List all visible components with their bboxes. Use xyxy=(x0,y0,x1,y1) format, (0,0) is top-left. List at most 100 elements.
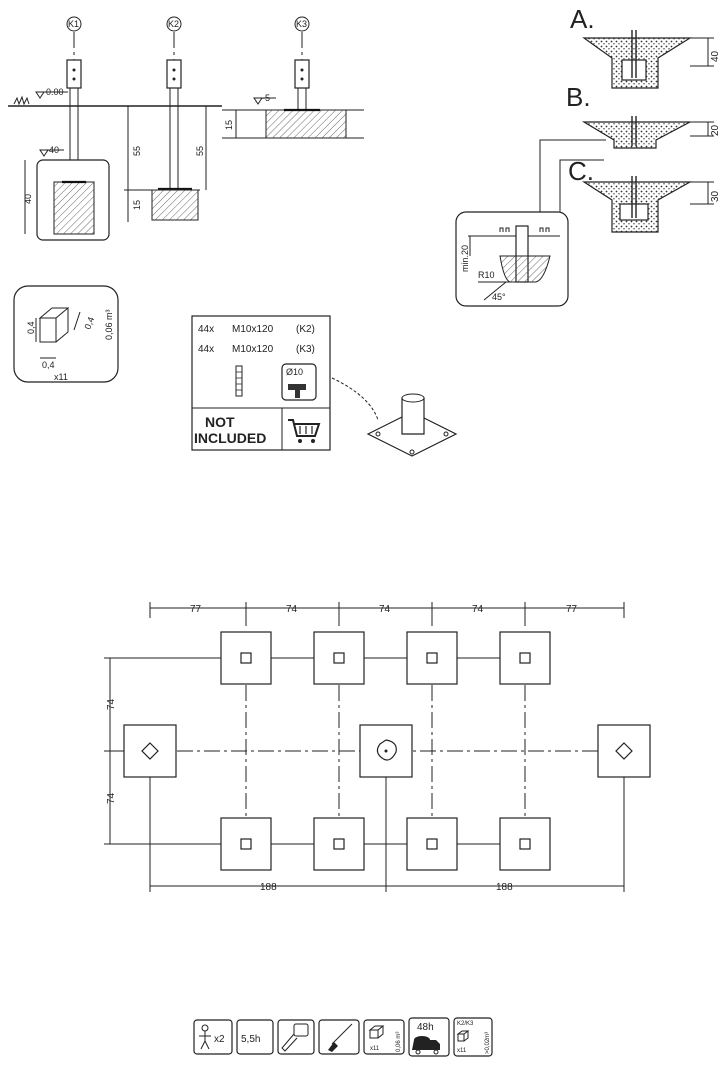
k1-foundation xyxy=(53,181,95,235)
concrete-mixer-icon xyxy=(412,1036,440,1055)
k3-label: K3 xyxy=(296,19,307,29)
detail-footing xyxy=(499,255,551,283)
tape-measure-icon xyxy=(281,1023,309,1052)
footing-top-1 xyxy=(220,631,272,685)
k3-height-dim: 15 xyxy=(224,120,234,130)
k2-upper-dim: 55 xyxy=(132,146,142,156)
footer-info-bar: x2 5,5h x11 0,06 m³ xyxy=(193,1017,493,1057)
hw2-type: (K3) xyxy=(296,344,315,355)
base-plate-drawing xyxy=(366,393,458,457)
ground-level-label: 0.00 xyxy=(46,87,64,97)
hw1-type: (K2) xyxy=(296,324,315,335)
k-count: x11 xyxy=(457,1048,467,1054)
hw1-qty: 44x xyxy=(198,324,214,335)
persons-badge: x2 xyxy=(193,1019,233,1055)
detail-min-depth: min.20 xyxy=(460,245,470,272)
volume-badge-count: x11 xyxy=(370,1046,380,1052)
k-label: K2/K3 xyxy=(457,1021,474,1027)
person-icon xyxy=(199,1024,211,1050)
k-volume-badge: K2/K3 x11 >0,02m³ xyxy=(453,1017,493,1057)
hw2-spec: M10x120 xyxy=(232,344,274,355)
detail-angle: 45° xyxy=(492,292,506,302)
k1-marker xyxy=(66,16,82,32)
footing-top-2 xyxy=(313,631,365,685)
grass-icon xyxy=(13,95,30,106)
volume-badge: x11 0,06 m³ xyxy=(363,1019,405,1055)
post-section-diagram: 0.00 K1 -40 40 K2 55 15 55 K3 xyxy=(8,16,364,241)
tape-measure-badge xyxy=(277,1019,315,1055)
drill-icon xyxy=(281,363,317,401)
volume-side-b: 0,4 xyxy=(82,316,96,331)
footing-top-3 xyxy=(406,631,458,685)
k2-concrete-slab xyxy=(151,189,199,221)
persons-count: x2 xyxy=(214,1034,225,1045)
shovel-icon xyxy=(328,1023,353,1052)
not-included-line2: INCLUDED xyxy=(194,430,266,446)
footing-top-4 xyxy=(499,631,551,685)
variant-a-depth: 40 xyxy=(710,50,721,62)
cure-time-badge: 48h xyxy=(408,1017,450,1057)
k-volume: >0,02m³ xyxy=(485,1032,491,1054)
k2-lower-dim: 15 xyxy=(132,200,142,210)
cart-icon xyxy=(288,419,321,443)
volume-side-a: 0,4 xyxy=(26,321,36,334)
k2-right-dim: 55 xyxy=(195,146,205,156)
small-block-icon xyxy=(456,1030,470,1042)
spacing-bottom-2: 188 xyxy=(496,882,513,893)
spacing-top-5: 77 xyxy=(566,604,578,615)
volume-box-panel: 0,4 0,4 0,4 0,06 m³ x11 xyxy=(13,285,119,383)
variants-diagram: A. 40 B. 20 C. 30 min.20 R10 xyxy=(455,4,721,307)
footing-bottom-1 xyxy=(220,817,272,871)
k3-marker xyxy=(294,16,310,32)
install-time: 5,5h xyxy=(241,1034,260,1045)
k2-marker xyxy=(166,16,182,32)
footing-middle-right xyxy=(597,724,651,778)
spacing-bottom-1: 188 xyxy=(260,882,277,893)
concrete-block-icon xyxy=(368,1025,385,1039)
footing-middle-left xyxy=(123,724,177,778)
footing-bottom-2 xyxy=(313,817,365,871)
k3-concrete-slab xyxy=(265,109,347,139)
footing-bottom-3 xyxy=(406,817,458,871)
variant-b-footing xyxy=(581,121,691,149)
k3-bracket xyxy=(294,59,310,89)
variant-b-letter: B. xyxy=(566,82,591,112)
hw1-spec: M10x120 xyxy=(232,324,274,335)
drill-size: Ø10 xyxy=(286,367,303,377)
volume-count: x11 xyxy=(54,372,68,382)
shovel-badge xyxy=(318,1019,360,1055)
k3-level-marker-icon xyxy=(253,97,263,105)
level-marker-icon xyxy=(35,91,45,99)
spacing-top-2: 74 xyxy=(286,604,298,615)
spacing-left-2: 74 xyxy=(106,792,117,804)
k3-level-label: -5 xyxy=(262,93,270,103)
not-included-line1: NOT xyxy=(205,414,235,430)
spacing-top-3: 74 xyxy=(379,604,391,615)
time-badge: 5,5h xyxy=(236,1019,274,1055)
variant-c-depth: 30 xyxy=(710,190,721,202)
variant-a-letter: A. xyxy=(570,4,595,34)
k1-depth-label: -40 xyxy=(46,145,59,155)
foundation-plan: 77 74 74 74 77 74 74 188 188 xyxy=(104,602,651,893)
footing-bottom-4 xyxy=(499,817,551,871)
k1-block-dim: 40 xyxy=(23,194,33,204)
spacing-top-1: 77 xyxy=(190,604,202,615)
spacing-left-1: 74 xyxy=(106,698,117,710)
volume-badge-value: 0,06 m³ xyxy=(396,1032,402,1052)
footing-middle-center xyxy=(359,724,413,778)
k1-label: K1 xyxy=(68,19,79,29)
cure-time: 48h xyxy=(417,1022,434,1033)
detail-radius: R10 xyxy=(478,270,495,280)
variant-c-letter: C. xyxy=(568,156,594,186)
variant-b-depth: 20 xyxy=(710,124,721,136)
hw2-qty: 44x xyxy=(198,344,214,355)
k2-label: K2 xyxy=(168,19,179,29)
volume-value: 0,06 m³ xyxy=(104,309,114,340)
anchor-bolt-icon xyxy=(235,365,243,397)
spacing-top-4: 74 xyxy=(472,604,484,615)
k1-bracket xyxy=(66,59,82,89)
hardware-panel: 44x M10x120 (K2) 44x M10x120 (K3) Ø10 NO… xyxy=(191,315,458,457)
k2-bracket xyxy=(166,59,182,89)
volume-bottom: 0,4 xyxy=(42,360,55,370)
